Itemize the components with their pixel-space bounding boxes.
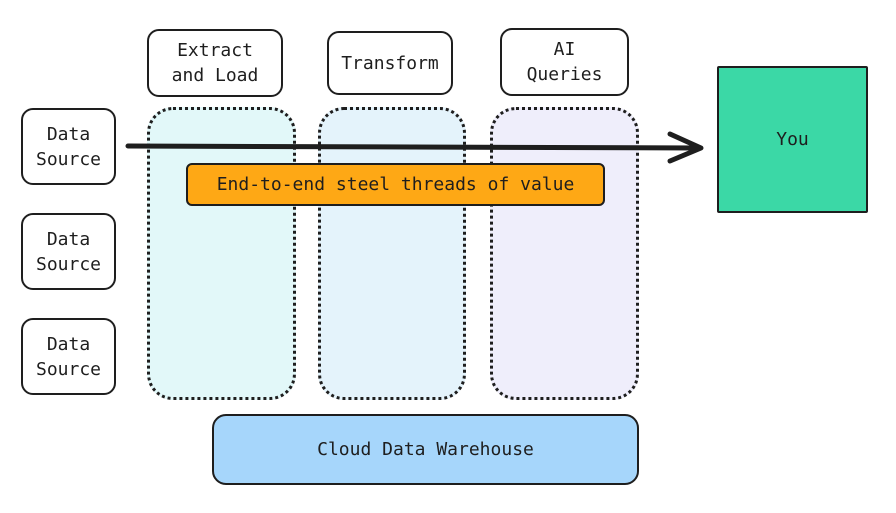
- transform-lane: [318, 107, 466, 400]
- ai-queries-lane: [490, 107, 639, 400]
- transform-box: Transform: [327, 31, 453, 95]
- you-box: You: [717, 66, 868, 213]
- extract-load-lane: [147, 107, 296, 400]
- ai-queries-box: AI Queries: [500, 28, 629, 96]
- data-source-box-2: Data Source: [21, 213, 116, 290]
- cloud-data-warehouse-box: Cloud Data Warehouse: [212, 414, 639, 485]
- steel-threads-label: End-to-end steel threads of value: [186, 163, 605, 206]
- data-source-box-3: Data Source: [21, 318, 116, 395]
- data-source-box-1: Data Source: [21, 108, 116, 185]
- arrow-head: [667, 131, 704, 164]
- extract-load-box: Extract and Load: [147, 29, 283, 97]
